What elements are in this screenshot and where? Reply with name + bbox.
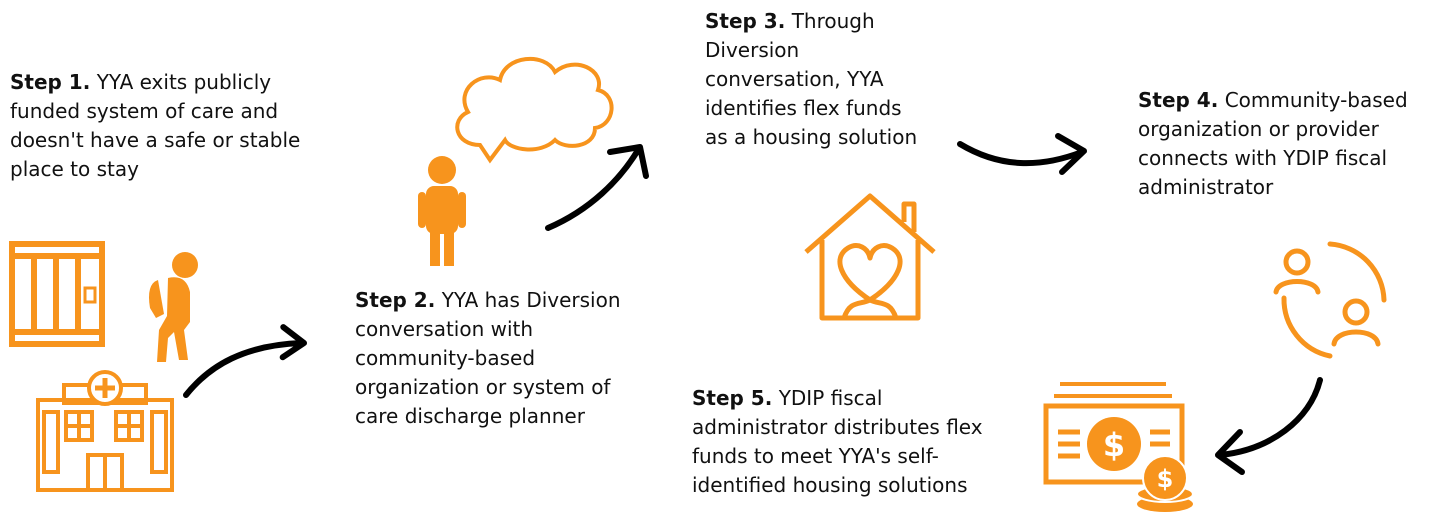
step-4-label: Step 4.: [1138, 88, 1219, 112]
money-icon: $ $: [1043, 382, 1194, 512]
step-1-label: Step 1.: [10, 70, 91, 94]
svg-text:$: $: [1157, 465, 1174, 493]
jail-icon: [9, 241, 105, 347]
walking-youth-icon: [149, 252, 198, 362]
step-2: Step 2. YYA has Diversion conversation w…: [355, 286, 655, 431]
step-2-label: Step 2.: [355, 288, 436, 312]
step-3-text: Through Diversion conversation, YYA iden…: [705, 9, 918, 149]
step-3-label: Step 3.: [705, 9, 786, 33]
step-5-text: YDIP fiscal administrator distributes fl…: [692, 386, 983, 497]
step-4-text: Community-based organization or provider…: [1138, 88, 1408, 199]
step-5-label: Step 5.: [692, 386, 773, 410]
step-5: Step 5. YDIP fiscal administrator distri…: [692, 384, 1022, 500]
thought-cloud-icon: [455, 56, 614, 164]
step-3: Step 3. Through Diversion conversation, …: [705, 7, 920, 152]
arrow-1: [183, 327, 305, 398]
hospital-icon: [36, 370, 174, 492]
connected-people-icon: [1273, 241, 1387, 359]
step-1: Step 1. YYA exits publicly funded system…: [10, 68, 310, 184]
svg-text:$: $: [1103, 426, 1125, 464]
heart-house-icon: [804, 193, 936, 321]
step-2-text: YYA has Diversion conversation with comm…: [355, 288, 621, 428]
arrow-3: [957, 133, 1087, 175]
step-4: Step 4. Community-based organization or …: [1138, 86, 1423, 202]
arrow-2: [545, 144, 649, 231]
youth-icon: [418, 156, 466, 266]
arrow-4: [1215, 377, 1323, 475]
step-1-text: YYA exits publicly funded system of care…: [10, 70, 301, 181]
